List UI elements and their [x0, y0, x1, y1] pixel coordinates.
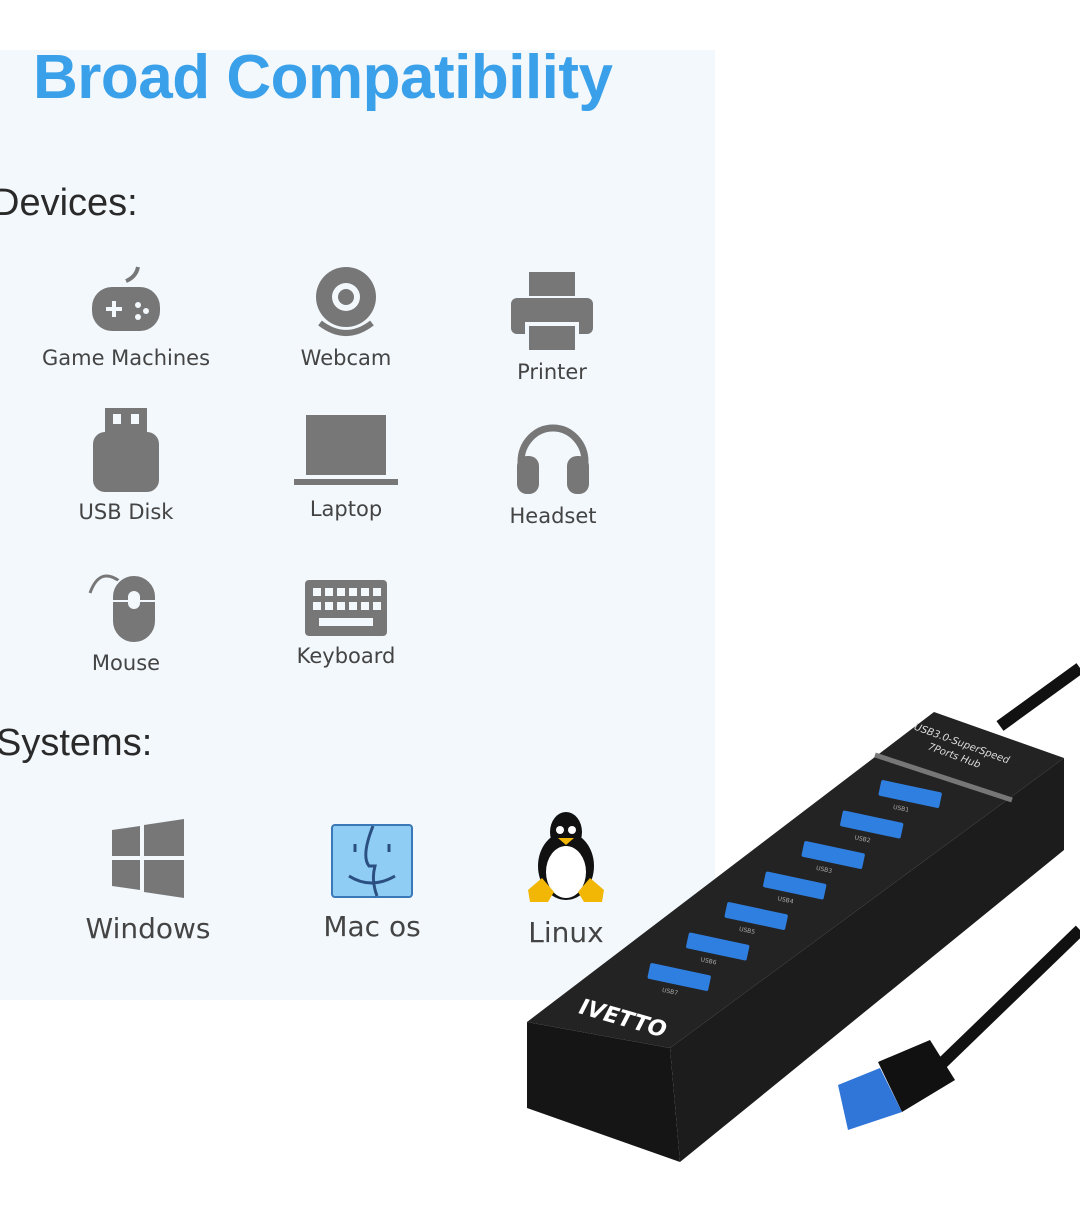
system-mac: Mac os [272, 824, 472, 943]
device-label: Webcam [300, 346, 392, 370]
webcam-icon [316, 267, 376, 336]
usb-port-slot [878, 780, 942, 808]
device-label: Headset [509, 504, 597, 528]
device-label: Laptop [309, 497, 383, 521]
system-label: Mac os [323, 910, 421, 943]
device-laptop: Laptop [246, 413, 446, 521]
systems-heading: Systems: [0, 722, 153, 764]
usb-port-slot [763, 871, 827, 900]
usb-port: USB6 [686, 932, 750, 967]
linux-icon [528, 812, 604, 902]
device-headset: Headset [453, 412, 653, 528]
usb-port-label: USB5 [738, 926, 755, 936]
headset-icon [517, 424, 589, 494]
device-label: Printer [517, 360, 587, 384]
device-mouse: Mouse [26, 565, 226, 675]
keyboard-icon [305, 580, 387, 636]
hub-front [670, 758, 1064, 1162]
usb-port-slot [724, 902, 788, 930]
mouse-icon [88, 574, 157, 644]
system-label: Linux [528, 916, 604, 949]
system-windows: Windows [48, 818, 248, 945]
hub-side [527, 1022, 680, 1162]
device-label: Game Machines [41, 346, 211, 370]
device-label: Keyboard [296, 644, 396, 668]
device-usb-disk: USB Disk [26, 408, 226, 524]
device-keyboard: Keyboard [246, 578, 446, 668]
device-webcam: Webcam [246, 265, 446, 370]
usb-port: USB5 [724, 902, 788, 936]
hub-cable-top [996, 663, 1080, 731]
page-title: Broad Compatibility [33, 43, 613, 112]
usb-port-label: USB6 [700, 956, 717, 966]
laptop-icon [294, 415, 398, 485]
mac-icon [331, 824, 413, 898]
usb-port-slot [840, 810, 904, 839]
usb-port: USB2 [840, 810, 904, 845]
usb-port-slot [647, 963, 711, 991]
usb-port-label: USB3 [815, 865, 832, 875]
system-linux: Linux [466, 810, 666, 949]
windows-icon [112, 819, 184, 898]
usb-cable [925, 925, 1080, 1080]
device-game-machines: Game Machines [26, 265, 226, 370]
usb-port-label: USB7 [661, 987, 678, 997]
usb-port-slot [801, 841, 865, 869]
gamepad-icon [92, 266, 160, 331]
usb-port: USB4 [763, 871, 827, 906]
usb-plug [838, 1040, 955, 1130]
usb-port-label: USB2 [854, 834, 871, 844]
usb-port: USB3 [801, 841, 865, 875]
device-label: Mouse [91, 651, 161, 675]
device-label: USB Disk [78, 500, 174, 524]
system-label: Windows [85, 912, 211, 945]
usb-port-label: USB1 [892, 804, 909, 814]
device-printer: Printer [452, 270, 652, 384]
devices-heading: Devices: [0, 182, 138, 224]
usb-port-slot [686, 932, 750, 961]
usb-port: USB7 [647, 963, 711, 997]
usb-disk-icon [93, 408, 159, 492]
usb-port: USB1 [878, 780, 942, 814]
hub-stripe [874, 752, 1013, 803]
printer-icon [511, 272, 593, 354]
usb-port-label: USB4 [777, 895, 794, 905]
